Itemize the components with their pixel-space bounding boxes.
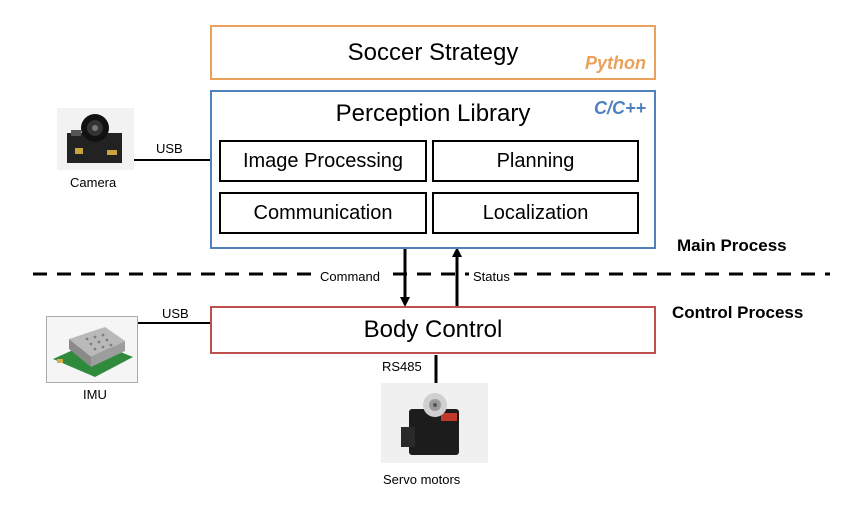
soccer-strategy-box: Soccer Strategy Python: [210, 25, 656, 80]
perception-library-title: Perception Library: [335, 100, 531, 127]
communication-module: Communication: [219, 192, 427, 234]
planning-module: Planning: [432, 140, 639, 182]
main-process-label: Main Process: [677, 236, 787, 255]
imu-usb-label: USB: [162, 306, 189, 321]
servo-motors-label: Servo motors: [383, 472, 461, 487]
rs485-label: RS485: [382, 359, 422, 374]
body-control-box: Body Control: [210, 306, 656, 354]
camera-label: Camera: [70, 175, 117, 190]
python-language-tag: Python: [585, 53, 646, 73]
localization-module: Localization: [432, 192, 639, 234]
imu-label: IMU: [83, 387, 107, 402]
camera-usb-label: USB: [156, 141, 183, 156]
soccer-strategy-title: Soccer Strategy: [347, 38, 519, 66]
control-process-label: Control Process: [672, 303, 804, 322]
imu-photo: [46, 316, 138, 383]
image-processing-module: Image Processing: [219, 140, 427, 182]
camera-photo: [57, 108, 134, 170]
servo-photo: [381, 383, 488, 463]
status-label: Status: [469, 269, 514, 284]
cpp-language-tag: C/C++: [593, 98, 646, 118]
command-label: Command: [316, 269, 384, 284]
